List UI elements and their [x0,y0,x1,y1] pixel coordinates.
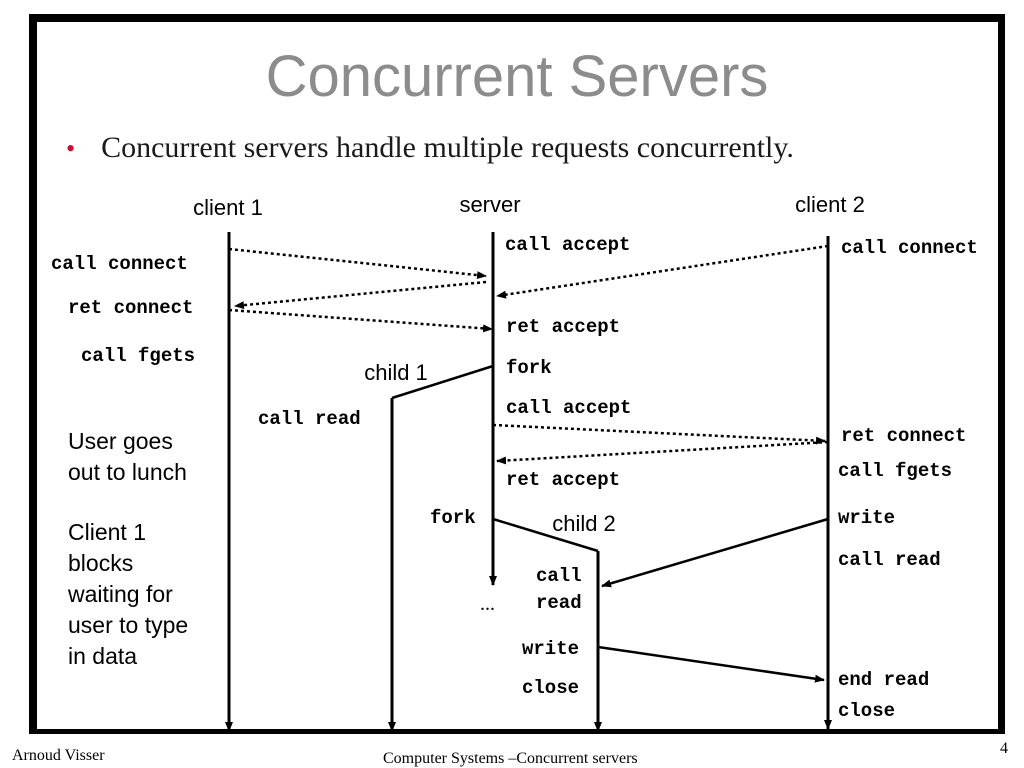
msg-ret-connect-client2 [492,423,826,445]
note-blocked-line: in data [68,643,138,669]
bullet-text: Concurrent servers handle multiple reque… [101,131,794,164]
note-blocked-line: user to type [68,612,189,638]
msg-ret-accept-server [228,308,493,333]
msg-ret-accept-server-2 [496,440,829,465]
note-lunch-line: out to lunch [68,459,187,485]
note-blocked: Client 1 blocks waiting for user to type… [68,517,188,672]
actor-child2-label: child 2 [552,511,616,536]
msg-client2-connect [496,244,829,299]
bullet-item: • Concurrent servers handle multiple requ… [66,133,794,163]
bullet-dot-icon: • [66,134,76,163]
slide-title: Concurrent Servers [265,44,769,109]
server-fork-2: fork [430,507,476,529]
actor-client2-label: client 2 [795,192,865,217]
server-ret-accept-1: ret accept [506,316,620,338]
footer-author: Arnoud Visser [12,747,105,764]
child2-write: write [522,638,579,660]
server-fork-1: fork [506,357,552,379]
fork-child2-line [492,517,599,553]
msg-client1-connect [228,247,487,280]
server-ellipsis: ... [480,593,495,615]
note-lunch: User goes out to lunch [68,426,187,488]
client2-end-read: end read [838,669,929,691]
client2-call-fgets: call fgets [838,460,952,482]
client2-close: close [838,700,895,722]
note-blocked-line: blocks [68,550,134,576]
note-lunch-line: User goes [68,428,173,454]
actor-child1-label: child 1 [364,360,428,385]
client1-call-connect: call connect [51,253,188,275]
client1-call-fgets: call fgets [81,345,195,367]
footer-page-number: 4 [1000,740,1008,757]
note-blocked-line: waiting for [68,581,173,607]
msg-client2-write [601,517,829,588]
child2-close: close [522,677,579,699]
actor-client1-label: client 1 [193,195,263,220]
child2-read: read [536,592,582,614]
msg-ret-connect-client1 [234,280,487,310]
client2-ret-connect: ret connect [841,425,966,447]
server-call-accept-2: call accept [506,397,631,419]
client2-call-read: call read [838,549,941,571]
server-ret-accept-2: ret accept [506,469,620,491]
client2-call-connect: call connect [841,237,978,259]
actor-server-label: server [459,192,520,217]
footer-course: Computer Systems –Concurrent servers [383,750,638,767]
slide-frame [35,20,1000,731]
client2-write: write [838,507,895,529]
server-call-accept-1: call accept [505,234,630,256]
fork-child1-line [391,364,494,400]
client1-ret-connect: ret connect [68,297,193,319]
child2-call: call [536,565,582,587]
msg-child2-write [597,645,825,683]
note-blocked-line: Client 1 [68,519,146,545]
child1-call-read: call read [258,408,361,430]
